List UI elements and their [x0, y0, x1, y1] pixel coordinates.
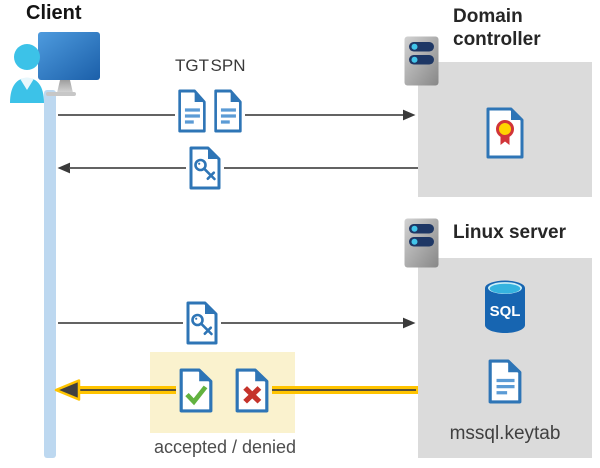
doc-fold [508, 361, 520, 373]
doc-fold [230, 91, 241, 102]
tgt-spn-request-arrow [58, 109, 416, 121]
server-icon [404, 218, 439, 268]
monitor-base [46, 92, 76, 96]
linux-server-title: Linux server [453, 222, 566, 243]
monitor-stand [57, 80, 73, 93]
spn-document-icon [214, 89, 242, 133]
doc-text-lines [184, 108, 200, 124]
check-document-icon [179, 368, 213, 413]
doc-text-lines [496, 378, 515, 395]
sql-label: SQL [490, 303, 521, 320]
sql-database-icon: SQL [485, 280, 525, 333]
keytab-document-icon [488, 359, 522, 404]
cross-icon [243, 386, 262, 404]
accept-deny-response-arrow [54, 379, 418, 401]
tgt-label: TGT [175, 56, 209, 75]
doc-fold [255, 370, 267, 382]
rosette-seal [496, 120, 514, 145]
person-collar [20, 77, 34, 90]
arrowhead-left-icon [57, 162, 70, 174]
arrowhead-right-icon [403, 317, 416, 329]
cross-document-icon [235, 368, 269, 413]
client-lifeline-bar [44, 90, 56, 458]
domain-controller-title: Domain controller [453, 6, 541, 50]
client-title: Client [26, 2, 82, 24]
person-icon [10, 44, 44, 103]
server-icon [404, 36, 439, 86]
accepted-denied-label: accepted / denied [153, 437, 297, 457]
keytab-filename: mssql.keytab [449, 423, 561, 444]
ticket-response-arrow [57, 162, 418, 174]
ticket-to-linux-arrow [58, 317, 416, 329]
doc-fold [208, 148, 219, 159]
check-icon [185, 385, 208, 406]
key-glyph [194, 158, 216, 181]
monitor-screen [38, 32, 100, 80]
doc-text-lines [220, 108, 236, 124]
certificate-document-icon [486, 107, 524, 159]
tgt-document-icon [178, 89, 206, 133]
person-at-monitor-icon [10, 32, 100, 103]
doc-fold [205, 303, 216, 314]
key-document-icon [189, 146, 221, 190]
key-glyph [191, 313, 213, 336]
doc-fold [194, 91, 205, 102]
arrowhead-right-icon [403, 109, 416, 121]
spn-label: SPN [210, 56, 246, 75]
yellow-arrowhead-left-icon [54, 379, 81, 401]
key-document-icon [186, 301, 218, 345]
doc-fold [511, 109, 522, 120]
